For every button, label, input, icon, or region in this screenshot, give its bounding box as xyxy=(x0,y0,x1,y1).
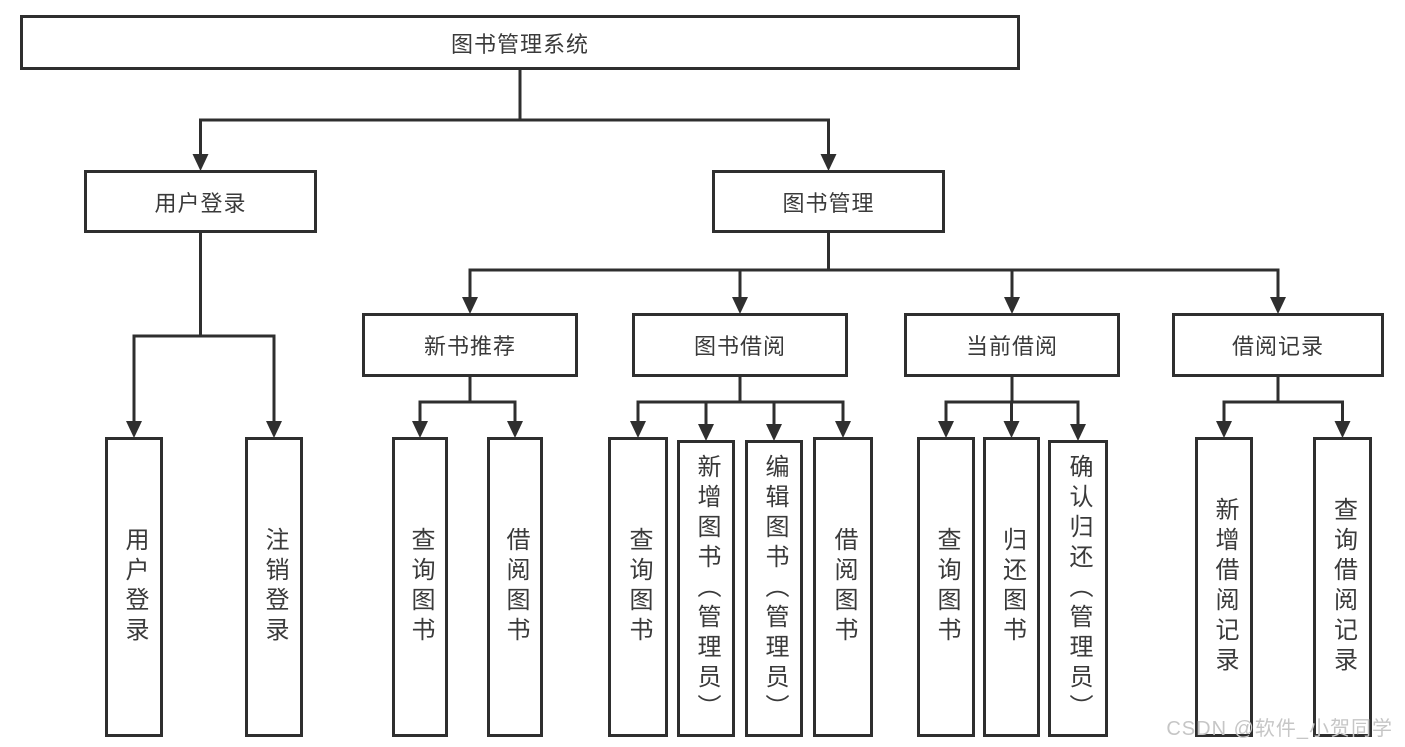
node-leaf-logout: 注销登录 xyxy=(245,437,303,737)
node-label: 图书管理 xyxy=(782,190,875,216)
arrowhead-icon xyxy=(1004,297,1020,314)
node-label: 查询图书 xyxy=(933,527,960,647)
node-label: 图书管理系统 xyxy=(450,31,589,57)
node-borrow-record: 借阅记录 xyxy=(1172,313,1384,377)
node-label: 确认归还（管理员） xyxy=(1065,453,1092,724)
node-book-mgmt: 图书管理 xyxy=(712,170,945,233)
arrowhead-icon xyxy=(698,424,714,441)
node-label: 查询图书 xyxy=(407,527,434,647)
node-label: 图书借阅 xyxy=(693,334,786,359)
node-label: 借阅图书 xyxy=(502,527,529,647)
arrowhead-icon xyxy=(126,421,142,438)
node-leaf-bb-query: 查询图书 xyxy=(608,437,668,737)
node-root: 图书管理系统 xyxy=(20,15,1020,70)
node-leaf-nb-query: 查询图书 xyxy=(392,437,448,737)
node-label: 查询图书 xyxy=(625,527,652,647)
arrowhead-icon xyxy=(507,421,523,438)
arrowhead-icon xyxy=(1003,421,1020,438)
node-book-borrow: 图书借阅 xyxy=(632,313,848,377)
node-label: 新增借阅记录 xyxy=(1211,497,1238,677)
node-label: 新增图书（管理员） xyxy=(693,453,720,724)
node-label: 用户登录 xyxy=(121,527,148,647)
arrowhead-icon xyxy=(1070,424,1086,441)
arrowhead-icon xyxy=(266,421,282,438)
node-label: 编辑图书（管理员） xyxy=(761,453,788,724)
arrowhead-icon xyxy=(192,154,209,171)
arrowhead-icon xyxy=(938,421,954,438)
arrowhead-icon xyxy=(835,421,851,438)
node-leaf-nb-borrow: 借阅图书 xyxy=(487,437,543,737)
arrowhead-icon xyxy=(412,421,428,438)
node-leaf-bb-add: 新增图书（管理员） xyxy=(677,440,735,737)
node-leaf-br-add: 新增借阅记录 xyxy=(1195,437,1253,737)
node-user-login: 用户登录 xyxy=(84,170,317,233)
arrowhead-icon xyxy=(1216,421,1232,438)
node-label: 新书推荐 xyxy=(423,334,516,359)
node-current-borrow: 当前借阅 xyxy=(904,313,1120,377)
node-leaf-bb-edit: 编辑图书（管理员） xyxy=(745,440,803,737)
node-label: 归还图书 xyxy=(998,527,1026,647)
arrowhead-icon xyxy=(820,154,837,171)
arrowhead-icon xyxy=(766,424,782,441)
node-label: 当前借阅 xyxy=(965,334,1058,359)
arrowhead-icon xyxy=(630,421,646,438)
arrowhead-icon xyxy=(462,297,478,314)
node-leaf-cb-return: 归还图书 xyxy=(983,437,1040,737)
watermark: CSDN @软件_小贺同学 xyxy=(1166,718,1393,740)
arrowhead-icon xyxy=(732,297,748,314)
node-label: 注销登录 xyxy=(261,527,288,647)
node-label: 借阅记录 xyxy=(1231,334,1324,359)
node-new-book: 新书推荐 xyxy=(362,313,578,377)
node-leaf-br-query: 查询借阅记录 xyxy=(1313,437,1372,737)
node-leaf-cb-confirm: 确认归还（管理员） xyxy=(1048,440,1108,737)
node-leaf-cb-query: 查询图书 xyxy=(917,437,975,737)
node-label: 借阅图书 xyxy=(830,527,857,647)
node-label: 用户登录 xyxy=(154,190,247,216)
arrowhead-icon xyxy=(1334,421,1351,438)
arrowhead-icon xyxy=(1270,297,1286,314)
node-label: 查询借阅记录 xyxy=(1329,497,1357,677)
node-leaf-bb-borrow: 借阅图书 xyxy=(813,437,873,737)
node-leaf-user-login: 用户登录 xyxy=(105,437,163,737)
